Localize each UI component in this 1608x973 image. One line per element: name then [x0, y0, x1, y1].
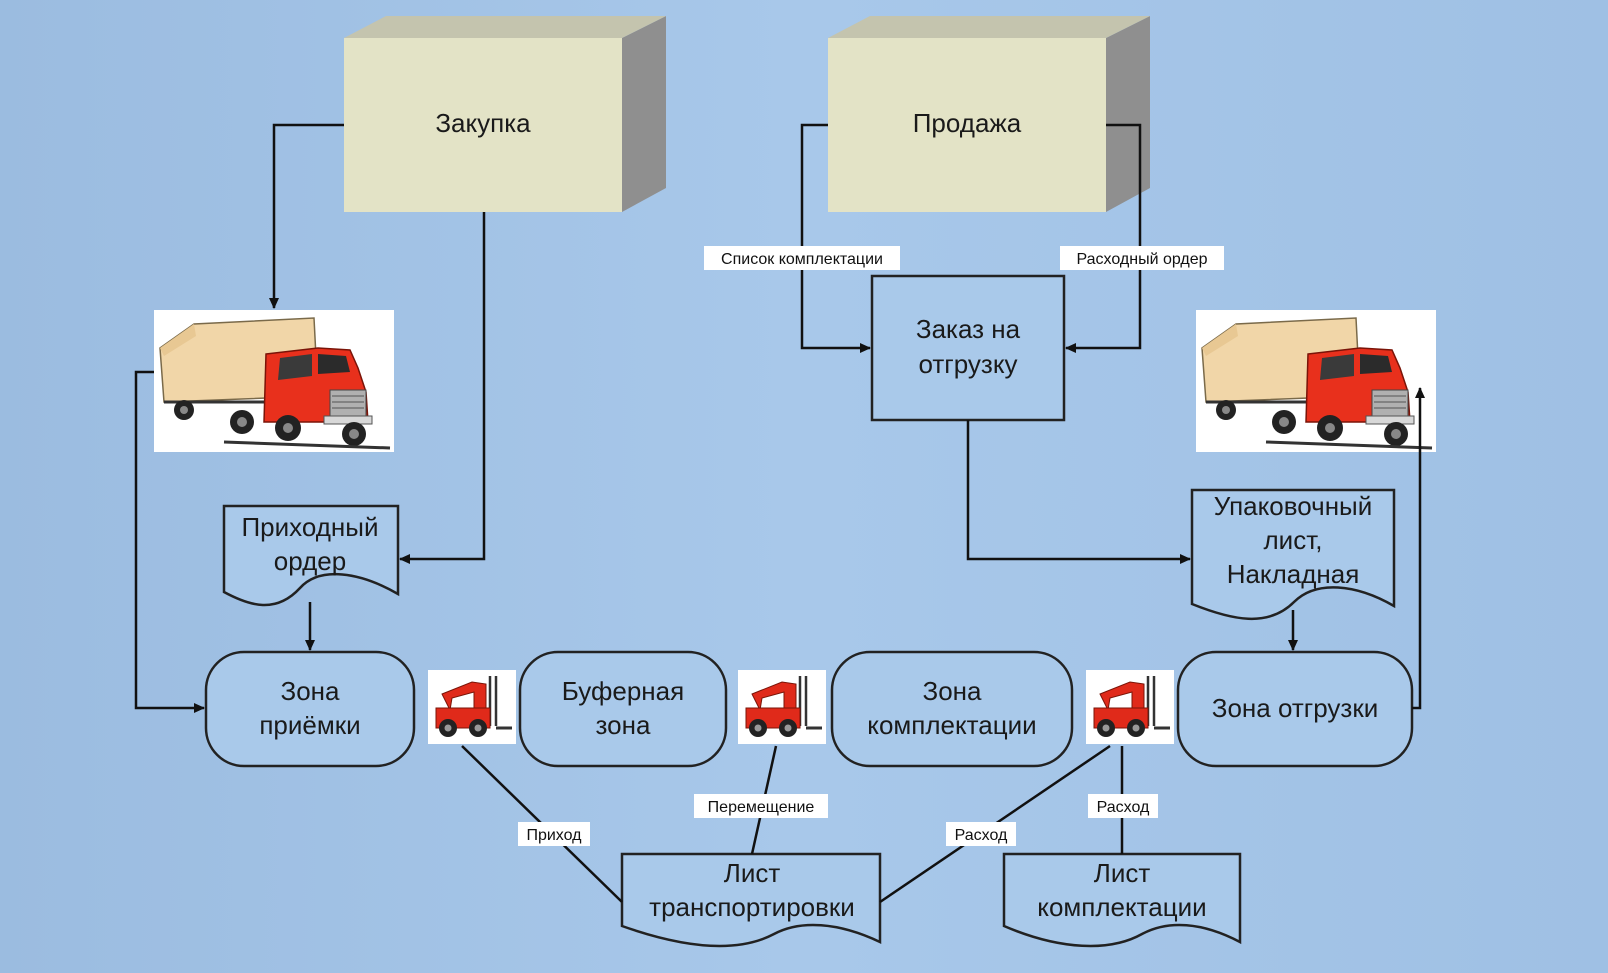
edge-label-expense-order: Расходный ордер — [1060, 246, 1224, 270]
sale-to-order-left-arrow — [800, 123, 871, 353]
edge-label-movement: Перемещение — [694, 794, 828, 818]
edge-label-expense-right: Расход — [1088, 794, 1158, 818]
receipt-order-document: Приходный ордер — [222, 504, 400, 607]
picking-sheet-document: Лист комплектации — [1002, 852, 1242, 948]
shipping-zone-label: Зона отгрузки — [1212, 693, 1378, 723]
connectors — [134, 123, 1425, 904]
forklift-icon — [1084, 668, 1176, 746]
shipment-order-line-2: отгрузку — [918, 349, 1017, 379]
expense-right-label: Расход — [1097, 799, 1150, 816]
forklift-icon — [736, 668, 828, 746]
buffer-zone-line-1: Буферная — [562, 676, 684, 706]
sale-label: Продажа — [913, 108, 1022, 138]
receiving-zone: Зона приёмки — [204, 650, 416, 768]
shipment-order-line-1: Заказ на — [916, 314, 1021, 344]
forklift-icon — [426, 668, 518, 746]
shipping-zone: Зона отгрузки — [1176, 650, 1414, 768]
truck-icon — [152, 308, 396, 454]
buffer-zone-line-2: зона — [596, 710, 651, 740]
shipping-to-truck-arrow — [1412, 387, 1425, 710]
order-to-packing-list-arrow — [966, 420, 1191, 564]
edge-label-arrival: Приход — [518, 822, 590, 846]
purchase-to-truck-arrow — [269, 123, 344, 309]
sale-to-order-right-arrow — [1065, 123, 1142, 353]
truck-icon — [1194, 308, 1438, 454]
transport-sheet-line-2: транспортировки — [649, 892, 855, 922]
receiving-zone-line-2: приёмки — [259, 710, 360, 740]
edge-label-expense-left: Расход — [946, 822, 1016, 846]
picking-zone-line-1: Зона — [923, 676, 983, 706]
arrival-label: Приход — [526, 827, 582, 844]
packing-list-line-2: лист, — [1264, 525, 1323, 555]
buffer-zone: Буферная зона — [518, 650, 728, 768]
edge-label-picking-list: Список комплектации — [704, 246, 900, 270]
truck-to-receiving-arrow — [134, 370, 205, 713]
receiving-zone-line-1: Зона — [281, 676, 341, 706]
picking-zone: Зона комплектации — [830, 650, 1074, 768]
expense-order-label: Расходный ордер — [1076, 251, 1207, 268]
expense-left-label: Расход — [955, 827, 1008, 844]
picking-sheet-line-1: Лист — [1094, 858, 1151, 888]
packing-list-line-3: Накладная — [1227, 559, 1360, 589]
receipt-order-line-2: ордер — [274, 546, 346, 576]
purchase-block: Закупка — [344, 16, 666, 212]
sale-block: Продажа — [828, 16, 1150, 212]
receipt-order-line-1: Приходный — [241, 512, 378, 542]
movement-label: Перемещение — [708, 799, 815, 816]
transport-sheet-document: Лист транспортировки — [620, 852, 882, 948]
shipment-order-box: Заказ на отгрузку — [870, 274, 1066, 422]
purchase-to-receipt-order-arrow — [399, 212, 486, 564]
picking-list-label: Список комплектации — [721, 251, 883, 268]
transport-sheet-line-1: Лист — [724, 858, 781, 888]
picking-sheet-line-2: комплектации — [1037, 892, 1206, 922]
picking-zone-line-2: комплектации — [867, 710, 1036, 740]
packing-list-line-1: Упаковочный — [1214, 491, 1373, 521]
packing-list-document: Упаковочный лист, Накладная — [1190, 488, 1396, 621]
purchase-label: Закупка — [435, 108, 531, 138]
